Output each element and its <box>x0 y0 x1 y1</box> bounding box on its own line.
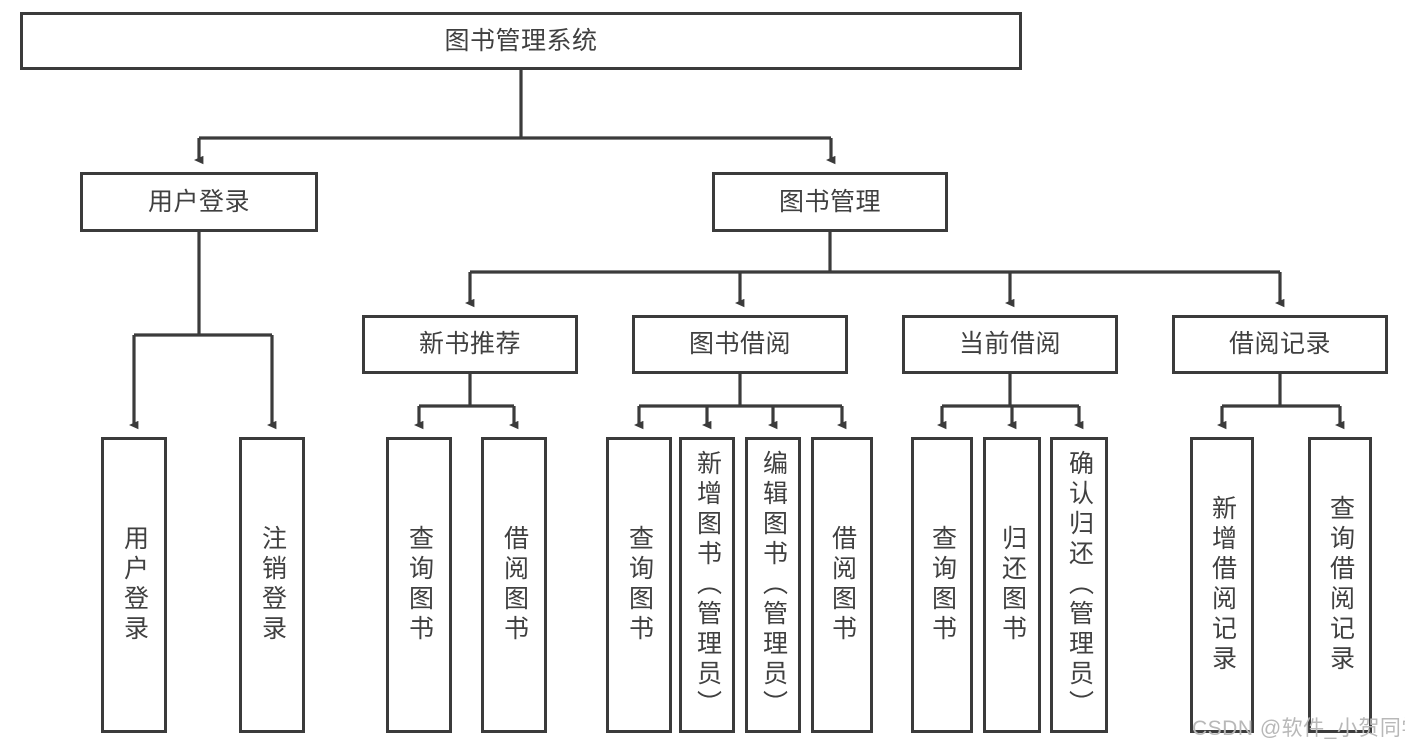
node-new-book-recommend-label: 新书推荐 <box>418 330 521 359</box>
csdn-watermark: CSDN @软件_小贺同学 <box>1192 717 1405 740</box>
node-leaf-user-login[interactable]: 用户登录 <box>101 437 167 733</box>
node-leaf-query-book-cur[interactable]: 查询图书 <box>911 437 973 733</box>
node-root-label: 图书管理系统 <box>444 26 598 55</box>
node-leaf-edit-book[interactable]: 编辑图书（管理员） <box>745 437 801 733</box>
node-leaf-query-book-bor-label: 查询图书 <box>625 525 654 645</box>
node-leaf-add-book[interactable]: 新增图书（管理员） <box>679 437 735 733</box>
node-current-borrow-label: 当前借阅 <box>958 330 1061 359</box>
node-borrow-record[interactable]: 借阅记录 <box>1172 315 1388 374</box>
node-leaf-borrow-book-rec[interactable]: 借阅图书 <box>481 437 547 733</box>
node-leaf-confirm-return-label: 确认归还（管理员） <box>1065 450 1094 720</box>
node-leaf-user-login-label: 用户登录 <box>120 525 149 645</box>
node-leaf-return-book[interactable]: 归还图书 <box>983 437 1041 733</box>
node-book-manage[interactable]: 图书管理 <box>712 172 948 232</box>
node-new-book-recommend[interactable]: 新书推荐 <box>362 315 578 374</box>
node-leaf-borrow-book-bor[interactable]: 借阅图书 <box>811 437 873 733</box>
node-root[interactable]: 图书管理系统 <box>20 12 1022 70</box>
node-book-manage-label: 图书管理 <box>778 187 881 216</box>
node-leaf-add-book-label: 新增图书（管理员） <box>693 450 722 720</box>
node-leaf-query-record-label: 查询借阅记录 <box>1326 495 1355 675</box>
node-borrow-record-label: 借阅记录 <box>1228 330 1331 359</box>
node-leaf-user-logout[interactable]: 注销登录 <box>239 437 305 733</box>
node-leaf-query-record[interactable]: 查询借阅记录 <box>1308 437 1372 733</box>
node-leaf-borrow-book-bor-label: 借阅图书 <box>828 525 857 645</box>
node-user-login-label: 用户登录 <box>147 187 250 216</box>
node-leaf-query-book-bor[interactable]: 查询图书 <box>606 437 672 733</box>
node-leaf-edit-book-label: 编辑图书（管理员） <box>759 450 788 720</box>
node-book-borrow-label: 图书借阅 <box>688 330 791 359</box>
node-leaf-query-book-cur-label: 查询图书 <box>928 525 957 645</box>
node-leaf-add-record-label: 新增借阅记录 <box>1208 495 1237 675</box>
node-user-login[interactable]: 用户登录 <box>80 172 318 232</box>
node-leaf-query-book-rec-label: 查询图书 <box>405 525 434 645</box>
node-leaf-add-record[interactable]: 新增借阅记录 <box>1190 437 1254 733</box>
node-current-borrow[interactable]: 当前借阅 <box>902 315 1118 374</box>
node-leaf-user-logout-label: 注销登录 <box>258 525 287 645</box>
node-leaf-confirm-return[interactable]: 确认归还（管理员） <box>1050 437 1108 733</box>
node-book-borrow[interactable]: 图书借阅 <box>632 315 848 374</box>
node-leaf-borrow-book-rec-label: 借阅图书 <box>500 525 529 645</box>
node-leaf-return-book-label: 归还图书 <box>998 525 1027 645</box>
node-leaf-query-book-rec[interactable]: 查询图书 <box>386 437 452 733</box>
